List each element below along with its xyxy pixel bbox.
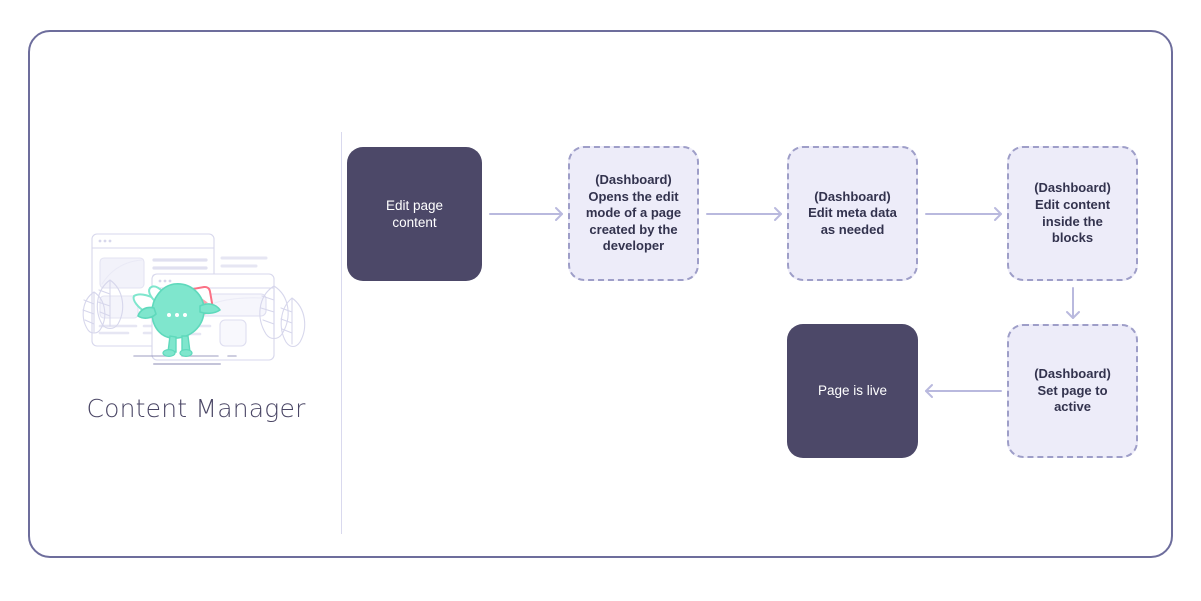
flow-node-label: Edit page content: [385, 197, 444, 230]
flow-node-opens-edit-mode[interactable]: (Dashboard) Opens the edit mode of a pag…: [568, 146, 699, 281]
diagram-frame: Content Manager: [28, 30, 1173, 558]
flow-node-label: (Dashboard) Edit content inside the bloc…: [1034, 180, 1111, 246]
flow-node-page-is-live[interactable]: Page is live: [787, 324, 918, 458]
left-panel: Content Manager: [70, 212, 322, 442]
page-title: Content Manager: [86, 394, 306, 423]
flow-node-label: (Dashboard) Edit meta data as needed: [808, 188, 897, 237]
panel-divider: [341, 132, 342, 534]
content-manager-mascot-illustration: [70, 212, 322, 382]
flow-node-edit-content-blocks[interactable]: (Dashboard) Edit content inside the bloc…: [1007, 146, 1138, 281]
flow-node-label: Page is live: [817, 383, 888, 399]
flow-node-edit-meta-data[interactable]: (Dashboard) Edit meta data as needed: [787, 146, 918, 281]
flow-node-label: (Dashboard) Opens the edit mode of a pag…: [585, 171, 682, 254]
flow-node-edit-page-content[interactable]: Edit page content: [347, 147, 482, 281]
flow-node-label: (Dashboard) Set page to active: [1034, 366, 1111, 415]
flow-node-set-page-active[interactable]: (Dashboard) Set page to active: [1007, 324, 1138, 458]
